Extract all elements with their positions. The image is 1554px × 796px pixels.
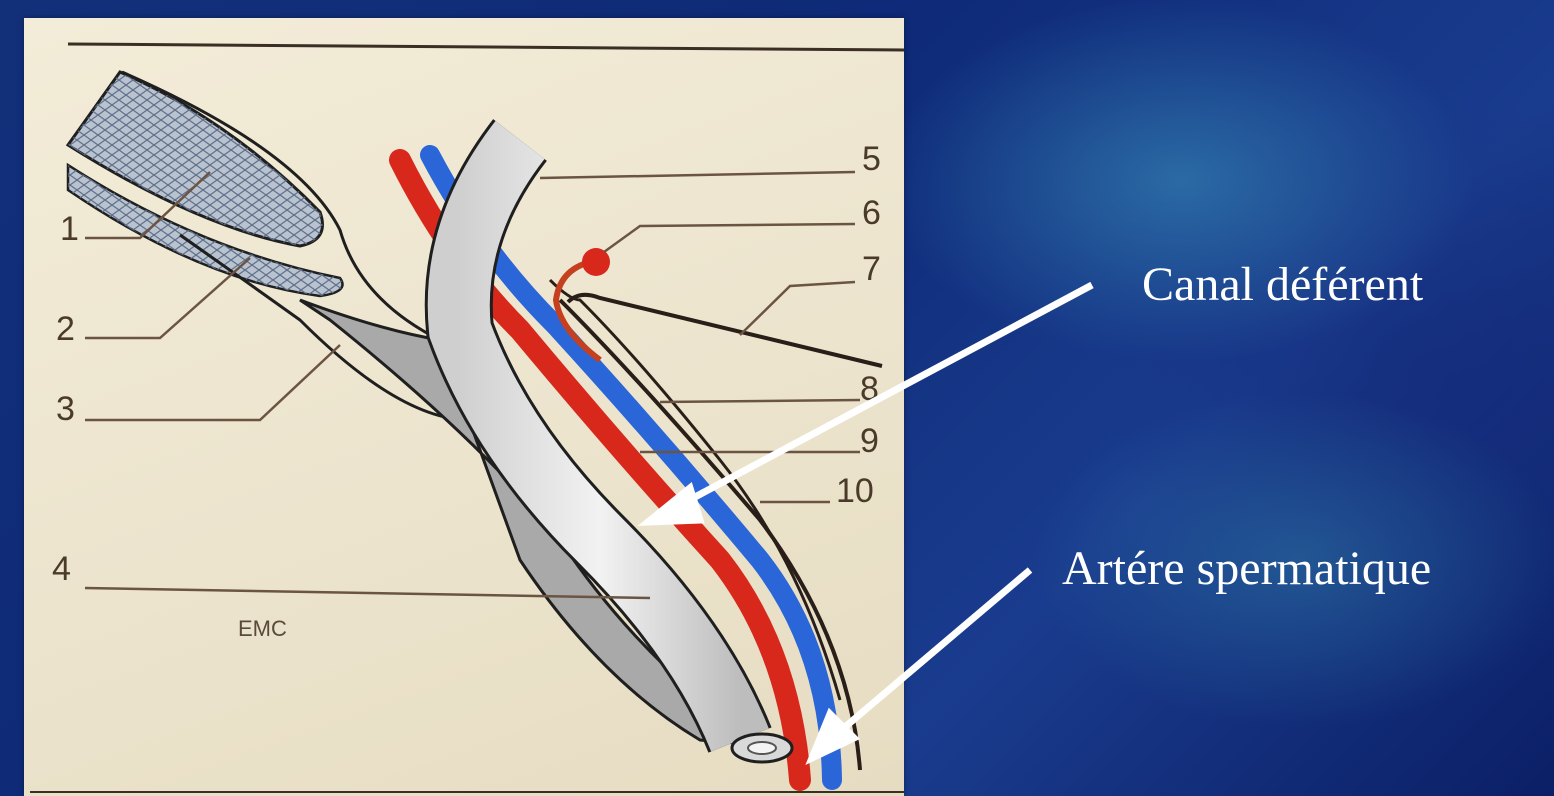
arrow-canal-deferent: [680, 285, 1092, 505]
label-number-2: 2: [56, 310, 75, 348]
label-number-10: 10: [836, 472, 874, 510]
label-number-3: 3: [56, 390, 75, 428]
publisher-mark: EMC: [238, 616, 287, 641]
label-number-5: 5: [862, 140, 881, 178]
label-number-9: 9: [860, 422, 879, 460]
arrow-artere-spermatique: [832, 570, 1030, 738]
label-artere-spermatique: Artére spermatique: [1062, 542, 1431, 595]
page-rule-top: [68, 44, 904, 50]
label-number-1: 1: [60, 210, 79, 248]
muscle-layer-1-texture: [68, 72, 323, 246]
label-number-4: 4: [52, 550, 71, 588]
label-number-7: 7: [862, 250, 881, 288]
label-canal-deferent: Canal déférent: [1142, 258, 1424, 311]
label-number-6: 6: [862, 194, 881, 232]
